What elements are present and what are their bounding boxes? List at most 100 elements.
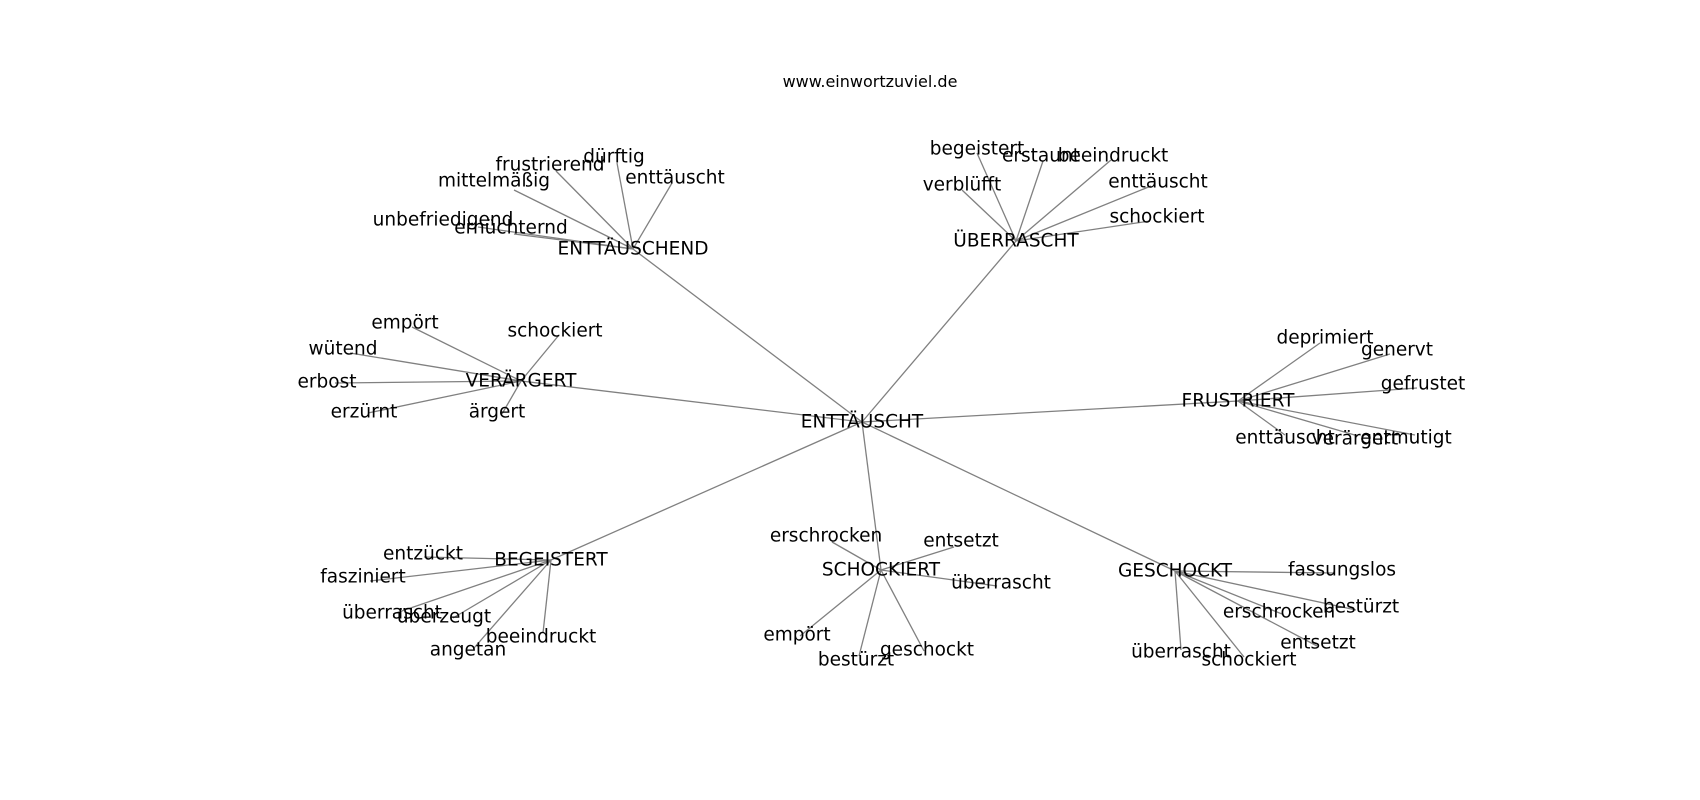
leaf-node-schockiert-entsetzt: entsetzt [923,531,999,552]
edge-center-to-frustriert [861,400,1239,423]
leaf-node-veraergert-erbost: erbost [298,372,357,393]
edge-schockiert-to-erschrocken [831,541,882,571]
edge-begeistert-to-ueberrascht [392,559,552,615]
leaf-node-schockiert-bestuerzt: bestürzt [818,650,894,671]
edge-begeistert-to-ueberzeugt [452,559,552,619]
edge-center-to-begeistert [550,421,863,561]
leaf-node-frustriert-veraergert: verärgert [1312,429,1399,450]
leaf-node-geschockt-bestuerzt: bestürzt [1323,597,1399,618]
edge-enttaeuschend-to-mittelmaessig [513,189,634,250]
leaf-node-geschockt-schockiert: schockiert [1201,650,1296,671]
edge-veraergert-to-erbost [334,380,522,384]
edge-begeistert-to-entzueckt [423,556,552,561]
edge-frustriert-to-veraergert [1237,400,1359,437]
leaf-node-veraergert-wuetend: wütend [309,339,378,360]
leaf-node-frustriert-entmutigt: entmutigt [1360,428,1452,449]
edge-center-to-enttaeuschend [632,248,863,423]
leaf-node-enttaeuschend-duerftig: dürftig [583,147,644,168]
edge-schockiert-to-geschockt [880,569,925,652]
leaf-node-enttaeuschend-unbefriedigend: unbefriedigend [373,210,514,231]
edge-ueberrascht-to-enttaeuscht [1015,185,1152,242]
edge-schockiert-to-empoert [799,569,882,637]
edge-ueberrascht-to-schockiert [1015,220,1151,242]
hub-node-ueberrascht: ÜBERRASCHT [953,230,1079,252]
edge-begeistert-to-fasziniert [369,559,552,582]
leaf-node-enttaeuschend-mittelmaessig: mittelmäßig [438,171,550,192]
hub-node-frustriert: FRUSTRIERT [1182,391,1296,412]
edge-center-to-ueberrascht [861,240,1017,423]
leaf-node-frustriert-gefrustet: gefrustet [1381,374,1466,395]
edge-frustriert-to-genervt [1237,353,1391,402]
leaf-node-geschockt-entsetzt: entsetzt [1280,633,1356,654]
leaf-node-begeistert-fasziniert: fasziniert [320,567,405,588]
edge-geschockt-to-fassungslos [1174,570,1335,574]
edge-frustriert-to-entmutigt [1237,400,1416,436]
edge-frustriert-to-deprimiert [1237,342,1321,402]
leaf-node-ueberrascht-verbluefft: verblüfft [923,175,1002,196]
hub-node-begeistert: BEGEISTERT [494,550,608,571]
edge-frustriert-to-gefrustet [1237,387,1418,402]
leaf-node-ueberrascht-erstaunt: erstaunt [1002,146,1080,167]
hub-node-veraergert: VERÄRGERT [466,371,577,392]
hub-node-geschockt: GESCHOCKT [1118,561,1233,582]
edge-schockiert-to-bestuerzt [858,569,882,657]
edge-center-to-schockiert [861,421,882,571]
leaf-node-ueberrascht-begeistert: begeistert [930,139,1025,160]
edge-schockiert-to-entsetzt [880,546,955,571]
leaf-node-ueberrascht-enttaeuscht: enttäuscht [1108,172,1207,193]
leaf-node-begeistert-beeindruckt: beeindruckt [486,627,597,648]
edge-veraergert-to-aergert [501,380,522,415]
edge-geschockt-to-schockiert [1174,570,1245,658]
edge-enttaeuschend-to-ernuechternd [513,233,634,250]
leaf-node-schockiert-erschrocken: erschrocken [770,526,882,547]
edge-veraergert-to-schockiert [520,334,560,382]
leaf-node-frustriert-genervt: genervt [1361,340,1433,361]
edge-begeistert-to-beeindruckt [542,559,552,634]
edge-geschockt-to-entsetzt [1174,570,1318,647]
leaf-node-enttaeuschend-enttaeuscht: enttäuscht [625,168,724,189]
edge-veraergert-to-wuetend [349,352,522,382]
edge-ueberrascht-to-erstaunt [1015,160,1044,242]
leaf-node-frustriert-deprimiert: deprimiert [1276,328,1373,349]
edge-geschockt-to-bestuerzt [1174,570,1357,611]
edge-enttaeuschend-to-enttaeuscht [632,182,673,250]
leaf-node-begeistert-ueberzeugt: überzeugt [397,607,491,628]
leaf-node-veraergert-schockiert: schockiert [507,321,602,342]
leaf-node-ueberrascht-schockiert: schockiert [1109,207,1204,228]
leaf-node-begeistert-angetan: angetan [430,640,507,661]
leaf-node-geschockt-erschrocken: erschrocken [1223,602,1335,623]
edge-begeistert-to-angetan [473,559,552,649]
edge-center-to-geschockt [861,421,1176,572]
leaf-node-begeistert-entzueckt: entzückt [383,544,463,565]
edge-enttaeuschend-to-frustrierend [555,170,634,250]
hub-node-enttaeuschend: ENTTÄUSCHEND [558,239,709,260]
leaf-node-enttaeuschend-frustrierend: frustrierend [496,155,605,176]
edge-schockiert-to-ueberrascht [880,569,998,587]
leaf-node-veraergert-empoert: empört [371,313,438,334]
leaf-node-schockiert-empoert: empört [763,625,830,646]
edge-veraergert-to-empoert [411,326,522,382]
leaf-node-schockiert-geschockt: geschockt [880,640,974,661]
leaf-node-ueberrascht-beeindruckt: beeindruckt [1058,146,1169,167]
edge-veraergert-to-erzuernt [367,380,522,414]
edge-ueberrascht-to-verbluefft [961,189,1017,242]
leaf-node-frustriert-enttaeuscht: enttäuscht [1235,428,1334,449]
edge-frustriert-to-enttaeuscht [1237,400,1286,436]
leaf-node-begeistert-ueberrascht: überrascht [342,603,442,624]
leaf-node-veraergert-aergert: ärgert [469,402,526,423]
edge-ueberrascht-to-beeindruckt [1015,159,1112,242]
leaf-node-geschockt-fassungslos: fassungslos [1288,560,1396,581]
hub-node-schockiert: SCHOCKIERT [822,560,941,581]
edge-geschockt-to-ueberrascht [1174,570,1182,651]
edges-layer [334,152,1418,658]
leaf-node-schockiert-ueberrascht: überrascht [951,573,1051,594]
edge-ueberrascht-to-begeistert [976,152,1017,242]
edge-enttaeuschend-to-duerftig [616,162,634,250]
edge-center-to-veraergert [520,380,863,423]
leaf-node-geschockt-ueberrascht: überrascht [1131,642,1231,663]
edge-geschockt-to-erschrocken [1174,570,1283,615]
leaf-node-veraergert-erzuernt: erzürnt [331,402,398,423]
